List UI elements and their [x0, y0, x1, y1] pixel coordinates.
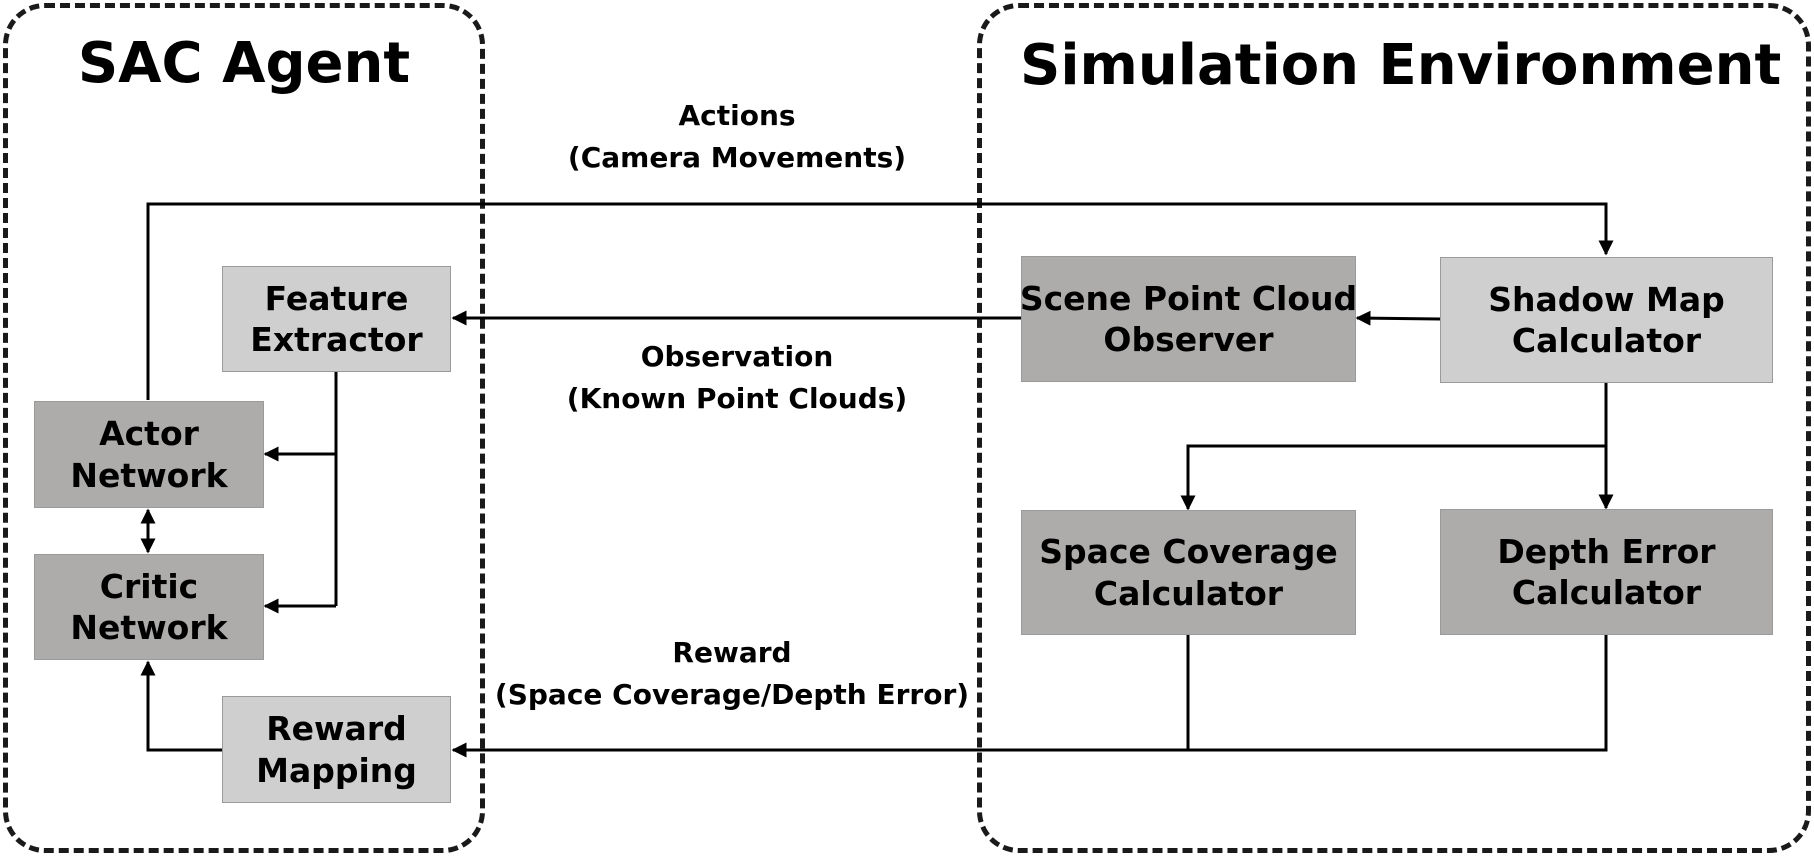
shadow-map-calculator-line1: Shadow Map — [1488, 279, 1725, 319]
depth-error-calculator-line1: Depth Error — [1497, 531, 1716, 571]
actor-network-line1: Actor — [99, 414, 199, 454]
observation-label: Observation (Known Point Clouds) — [537, 336, 937, 420]
reward-mapping-node: Reward Mapping — [222, 696, 451, 803]
actions-label: Actions (Camera Movements) — [537, 95, 937, 179]
actions-label-line1: Actions — [678, 99, 796, 132]
simulation-environment-group — [977, 3, 1811, 853]
feature-extractor-line1: Feature — [264, 278, 409, 318]
reward-mapping-line1: Reward — [266, 709, 407, 749]
reward-label-line1: Reward — [672, 636, 792, 669]
critic-network-line2: Network — [70, 608, 228, 647]
observation-label-line2: (Known Point Clouds) — [566, 382, 908, 415]
reward-mapping-line2: Mapping — [256, 750, 417, 790]
observation-label-line1: Observation — [640, 340, 834, 373]
scene-point-cloud-observer-line1: Scene Point Cloud — [1019, 278, 1358, 318]
feature-extractor-node: Feature Extractor — [222, 266, 451, 372]
shadow-map-calculator-line2: Calculator — [1511, 321, 1702, 360]
sac-agent-group — [3, 3, 485, 853]
depth-error-calculator-node: Depth Error Calculator — [1440, 509, 1773, 635]
sac-agent-title: SAC Agent — [77, 31, 411, 96]
actor-network-line2: Network — [70, 455, 228, 495]
reward-label-line2: (Space Coverage/Depth Error) — [494, 678, 970, 711]
depth-error-calculator-line2: Calculator — [1511, 573, 1702, 612]
space-coverage-calculator-line1: Space Coverage — [1039, 532, 1338, 572]
critic-network-line1: Critic — [99, 566, 199, 606]
scene-point-cloud-observer-node: Scene Point Cloud Observer — [1019, 256, 1358, 382]
space-coverage-calculator-line2: Calculator — [1093, 573, 1284, 613]
simulation-environment-title: Simulation Environment — [1020, 33, 1782, 98]
shadow-map-calculator-node: Shadow Map Calculator — [1440, 257, 1773, 383]
actor-network-node: Actor Network — [34, 401, 264, 508]
scene-point-cloud-observer-line2: Observer — [1103, 320, 1274, 359]
critic-network-node: Critic Network — [34, 554, 264, 660]
space-coverage-calculator-node: Space Coverage Calculator — [1021, 510, 1356, 635]
feature-extractor-line2: Extractor — [250, 320, 423, 359]
reward-label: Reward (Space Coverage/Depth Error) — [492, 632, 972, 716]
actions-label-line2: (Camera Movements) — [567, 141, 907, 174]
